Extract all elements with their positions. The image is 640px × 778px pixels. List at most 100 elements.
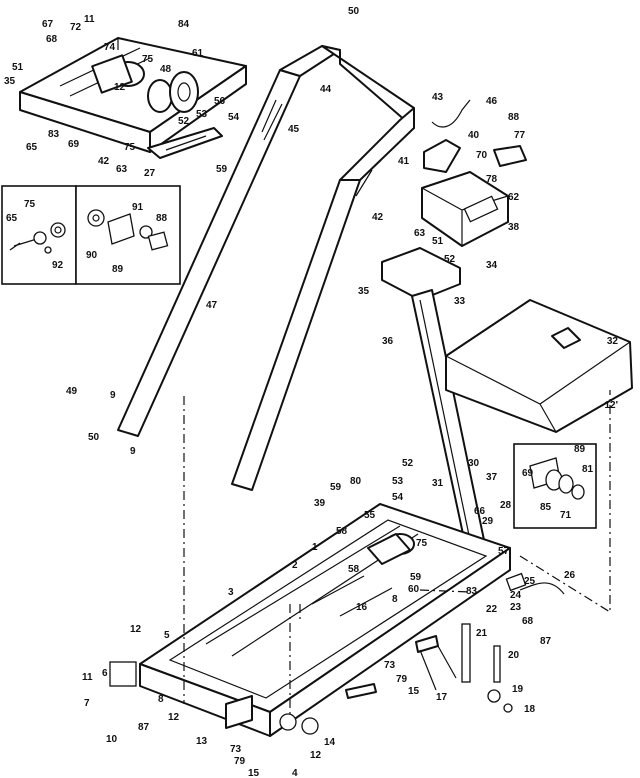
console-assembly xyxy=(421,99,527,247)
part-number-label: 52 xyxy=(402,458,414,469)
part-number-label: 70 xyxy=(476,150,488,161)
part-number-label: 21 xyxy=(476,628,488,639)
part-number-label: 81 xyxy=(582,464,594,475)
part-number-label: 35 xyxy=(358,286,370,297)
hardware-detail-box-left xyxy=(1,185,77,285)
assembly-lines xyxy=(183,390,611,716)
part-number-label: 52 xyxy=(444,254,456,265)
part-number-label: 58 xyxy=(336,526,348,537)
part-number-label: 69 xyxy=(522,468,534,479)
part-number-label: 87 xyxy=(138,722,150,733)
handrail-frame xyxy=(117,45,415,491)
part-number-label: 75 xyxy=(142,54,154,65)
part-number-label: 22 xyxy=(486,604,498,615)
part-number-label: 91 xyxy=(132,202,144,213)
part-number-label: 63 xyxy=(414,228,426,239)
part-number-label: 61 xyxy=(192,48,204,59)
part-number-label: 75 xyxy=(24,199,36,210)
part-number-label: 2 xyxy=(292,560,298,571)
part-number-label: 83 xyxy=(48,129,60,140)
part-number-label: 41 xyxy=(398,156,410,167)
part-number-label: 83 xyxy=(466,586,478,597)
part-number-label: 75 xyxy=(416,538,428,549)
part-number-label: 66 xyxy=(474,506,486,517)
part-number-label: 18 xyxy=(524,704,536,715)
part-number-label: 40 xyxy=(468,130,480,141)
part-number-label: 50 xyxy=(348,6,360,17)
part-number-label: 27 xyxy=(144,168,156,179)
part-number-label: 49 xyxy=(66,386,78,397)
part-number-label: 32 xyxy=(607,336,619,347)
part-number-label: 9 xyxy=(130,446,136,457)
part-number-label: 11 xyxy=(84,14,95,25)
motor-hood xyxy=(445,299,633,433)
part-number-label: 28 xyxy=(500,500,512,511)
part-number-label: 39 xyxy=(314,498,326,509)
part-number-label: 68 xyxy=(522,616,534,627)
part-number-label: 23 xyxy=(510,602,522,613)
part-number-label: 63 xyxy=(116,164,128,175)
part-number-label: 29 xyxy=(482,516,494,527)
part-number-label: 5 xyxy=(164,630,170,641)
part-number-label: 53 xyxy=(196,109,208,120)
part-number-label: 89 xyxy=(574,444,586,455)
part-number-label: 12 xyxy=(114,82,126,93)
part-number-label: 44 xyxy=(320,84,332,95)
part-number-label: 38 xyxy=(508,222,520,233)
upright-post xyxy=(381,247,485,549)
part-number-label: 13 xyxy=(196,736,208,747)
part-number-label: 72 xyxy=(70,22,82,33)
part-number-label: 67 xyxy=(42,19,54,30)
part-number-label: 53 xyxy=(392,476,404,487)
part-number-label: 84 xyxy=(178,19,190,30)
part-number-label: 12' xyxy=(604,400,618,411)
part-number-label: 48 xyxy=(160,64,172,75)
part-number-label: 78 xyxy=(486,174,498,185)
part-number-label: 77 xyxy=(514,130,526,141)
part-number-label: 7 xyxy=(84,698,90,709)
part-number-label: 8 xyxy=(392,594,398,605)
part-number-label: 80 xyxy=(350,476,362,487)
part-number-label: 30 xyxy=(468,458,480,469)
part-number-label: 74 xyxy=(104,42,116,53)
part-number-label: 65 xyxy=(6,213,18,224)
part-number-label: 20 xyxy=(508,650,520,661)
part-number-label: 24 xyxy=(510,590,522,601)
part-number-label: 15 xyxy=(248,768,260,778)
part-number-label: 42 xyxy=(98,156,110,167)
part-number-label: 87 xyxy=(540,636,552,647)
part-number-label: 46 xyxy=(486,96,498,107)
base-frame xyxy=(109,503,511,737)
part-number-label: 71 xyxy=(560,510,572,521)
part-number-label: 17 xyxy=(436,692,448,703)
part-number-label: 54 xyxy=(392,492,404,503)
part-number-label: 36 xyxy=(382,336,394,347)
part-number-label: 12 xyxy=(168,712,180,723)
part-number-label: 6 xyxy=(102,668,108,679)
bottom-hardware xyxy=(279,572,565,735)
part-number-label: 51 xyxy=(432,236,444,247)
part-number-label: 69 xyxy=(68,139,80,150)
part-number-label: 43 xyxy=(432,92,444,103)
part-number-label: 15 xyxy=(408,686,420,697)
part-number-label: 60 xyxy=(408,584,420,595)
part-number-label: 79 xyxy=(396,674,408,685)
part-number-label: 59 xyxy=(216,164,228,175)
part-number-label: 89 xyxy=(112,264,124,275)
part-number-label: 8 xyxy=(158,694,164,705)
part-number-label: 88 xyxy=(156,213,168,224)
part-number-label: 58 xyxy=(348,564,360,575)
part-number-label: 85 xyxy=(540,502,552,513)
hardware-detail-box-right xyxy=(75,185,181,285)
part-number-label: 56 xyxy=(214,96,226,107)
part-number-label: 51 xyxy=(12,62,24,73)
part-number-label: 62 xyxy=(508,192,520,203)
part-number-label: 68 xyxy=(46,34,58,45)
part-number-label: 34 xyxy=(486,260,498,271)
part-number-label: 65 xyxy=(26,142,38,153)
part-number-label: 92 xyxy=(52,260,64,271)
part-number-label: 47 xyxy=(206,300,218,311)
